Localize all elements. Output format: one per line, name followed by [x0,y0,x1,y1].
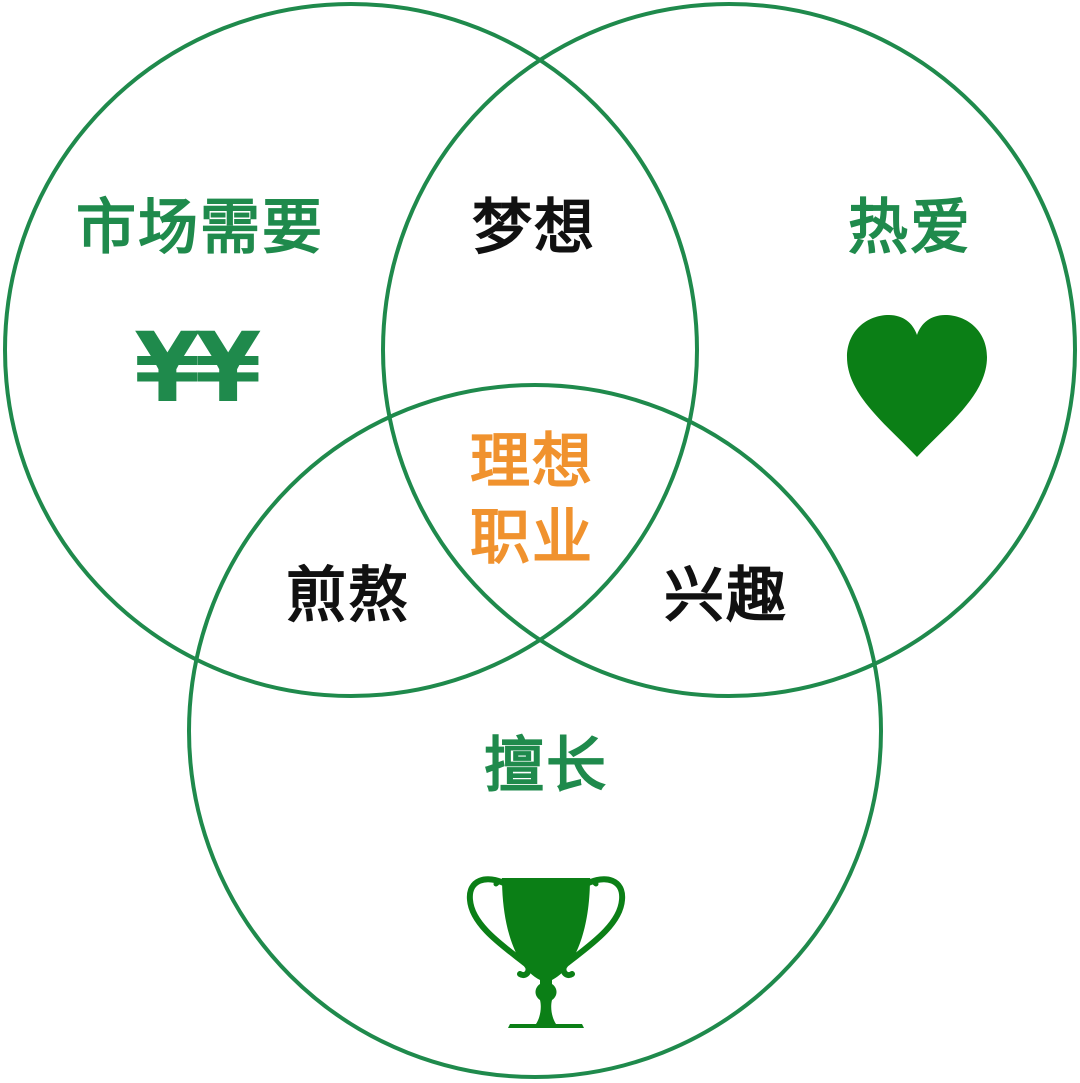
yen-icon: ¥¥ [134,312,262,424]
intersection-label-dream: 梦想 [472,193,596,263]
circle-skill [187,383,883,1079]
trophy-icon [466,876,626,1028]
intersection-label-interest: 兴趣 [664,561,788,631]
set-label-passion: 热爱 [848,193,972,263]
center-label-line-1: 理想 [470,427,594,497]
set-label-market-need: 市场需要 [76,193,324,263]
circle-passion [381,2,1077,698]
set-label-skill: 擅长 [484,731,608,801]
intersection-label-torment: 煎熬 [286,561,410,631]
center-label-line-2: 职业 [470,503,594,573]
heart-icon [847,315,987,457]
circle-market-need [3,2,699,698]
